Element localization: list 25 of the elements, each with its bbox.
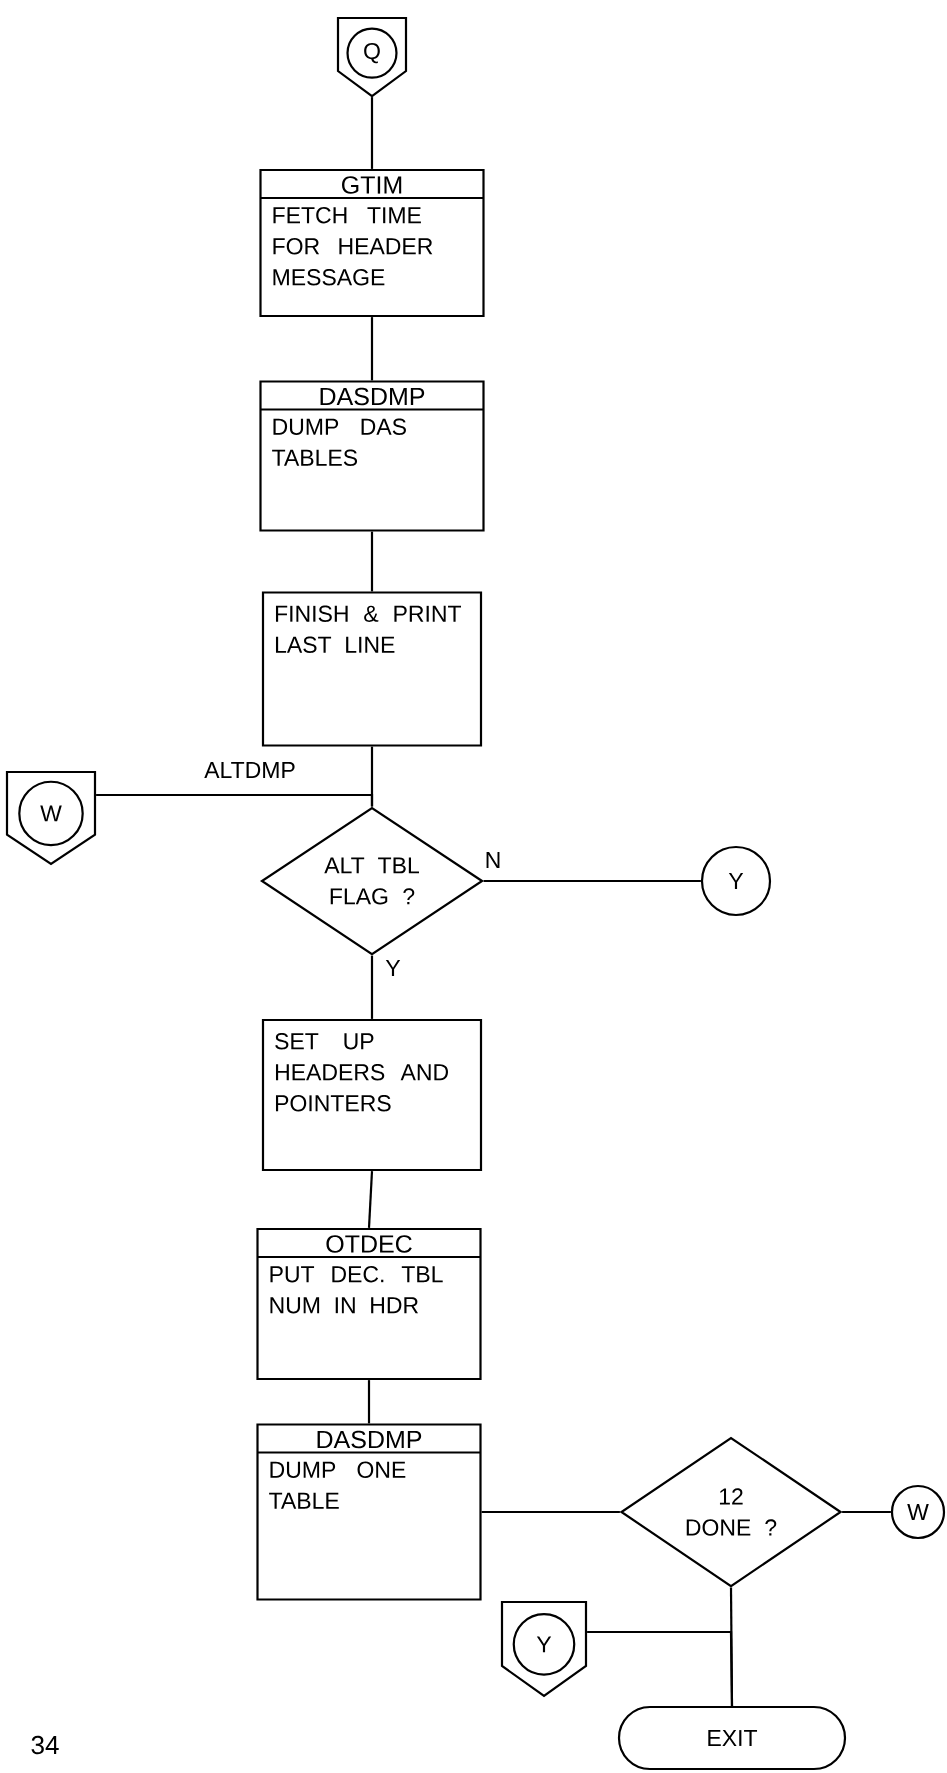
process-box: FINISH & PRINT LAST LINE bbox=[261, 591, 483, 747]
connector-line bbox=[842, 1510, 891, 1514]
offpage-connector: Y bbox=[500, 1600, 588, 1698]
page-number: 34 bbox=[31, 1735, 59, 1755]
process-box: SET UP HEADERS AND POINTERS bbox=[261, 1018, 483, 1172]
connector-line bbox=[370, 317, 374, 381]
connector-line bbox=[370, 531, 374, 592]
connector-line bbox=[481, 1510, 620, 1514]
connector-line bbox=[367, 1171, 374, 1228]
connector-line bbox=[367, 1380, 371, 1424]
connector-line bbox=[370, 955, 374, 1019]
process-box: GTIM FETCH TIME FOR HEADER MESSAGE bbox=[259, 168, 485, 318]
offpage-connector: Q bbox=[336, 16, 408, 98]
process-box: OTDEC PUT DEC. TBL NUM IN HDR bbox=[256, 1227, 482, 1381]
edge-label: ALTDMP bbox=[203, 761, 297, 779]
connector-line bbox=[370, 97, 374, 169]
terminator: EXIT bbox=[617, 1705, 847, 1771]
edge-label: N bbox=[483, 851, 503, 869]
connector-line bbox=[587, 1630, 734, 1706]
connector-line bbox=[483, 879, 701, 883]
edge-label: Y bbox=[384, 959, 402, 977]
process-box: DASDMP DUMP ONE TABLE bbox=[256, 1423, 482, 1601]
offpage-connector: W bbox=[5, 770, 97, 866]
connector-line bbox=[96, 793, 374, 807]
process-box: DASDMP DUMP DAS TABLES bbox=[259, 380, 485, 532]
